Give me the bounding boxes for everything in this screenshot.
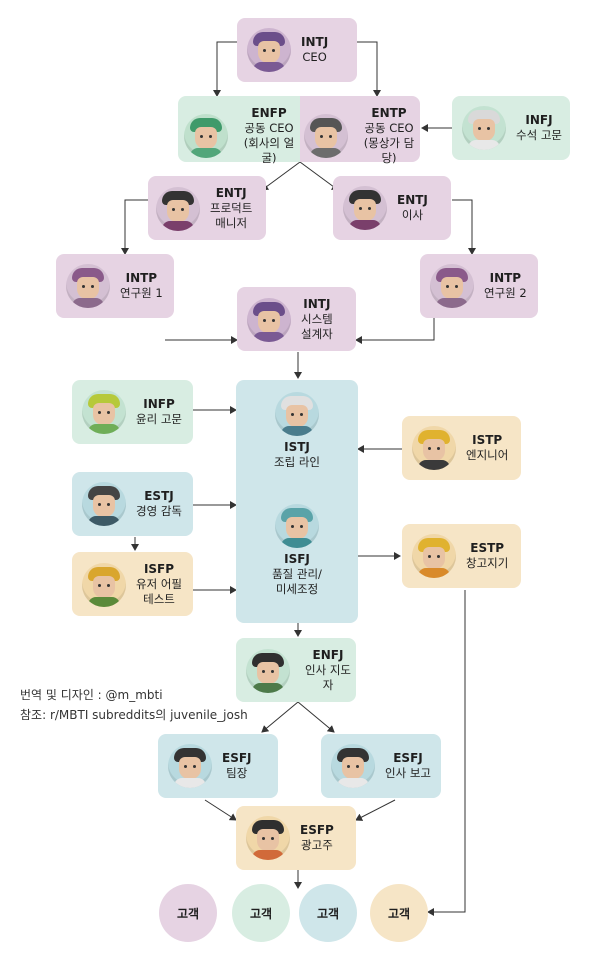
role-label-2: 설계자 xyxy=(301,327,333,341)
role-label: 인사 지도자 xyxy=(305,663,351,692)
type-label: ISFP xyxy=(143,562,175,576)
role-label: 연구원 1 xyxy=(120,286,163,300)
role-label: 유저 어필 xyxy=(136,577,182,591)
type-label: ISFJ xyxy=(284,552,310,566)
person-avatar-icon xyxy=(462,106,506,150)
person-avatar-icon xyxy=(82,390,126,434)
type-label: ESFJ xyxy=(222,751,252,765)
role-label: 엔지니어 xyxy=(466,448,509,462)
person-avatar-icon xyxy=(412,426,456,470)
customer-circle-1: 고객 xyxy=(159,884,217,942)
person-avatar-icon xyxy=(275,392,319,436)
type-label: ESTJ xyxy=(144,489,174,503)
type-label: INTJ xyxy=(301,35,329,49)
role-label: 창고지기 xyxy=(466,556,509,570)
role-label: 시스템 xyxy=(301,312,333,326)
type-label: ENTJ xyxy=(397,193,428,207)
role-label-2: 테스트 xyxy=(143,592,175,606)
type-label: INTP xyxy=(489,271,522,285)
role-label-2: 미세조정 xyxy=(275,582,319,596)
role-label: 프로덕트 xyxy=(210,201,253,215)
role-label: 팀장 xyxy=(226,766,248,780)
person-avatar-icon xyxy=(168,744,212,788)
person-avatar-icon xyxy=(156,186,200,231)
role-label: 광고주 xyxy=(301,838,333,852)
person-avatar-icon xyxy=(82,482,126,526)
type-label: ESTP xyxy=(470,541,505,555)
type-label: ESFJ xyxy=(393,751,423,765)
role-label: 이사 xyxy=(401,208,424,222)
person-avatar-icon xyxy=(247,28,291,72)
person-avatar-icon xyxy=(343,186,387,230)
customer-circle-3: 고객 xyxy=(299,884,357,942)
person-avatar-icon xyxy=(246,648,290,693)
role-label-2: 매니저 xyxy=(215,216,248,230)
credit-design: 번역 및 디자인 : @m_mbti xyxy=(20,688,163,702)
person-avatar-icon xyxy=(247,297,291,342)
role-label: CEO xyxy=(302,50,327,64)
customer-circle-2: 고객 xyxy=(232,884,290,942)
type-label: INTP xyxy=(125,271,158,285)
person-avatar-icon xyxy=(430,264,474,308)
type-label: ISTP xyxy=(472,433,503,447)
person-avatar-icon xyxy=(82,562,126,607)
type-label: ESFP xyxy=(300,823,334,837)
role-label: 연구원 2 xyxy=(484,286,527,300)
type-label: ENTP xyxy=(371,106,407,120)
type-label: INFP xyxy=(143,397,175,411)
credit-reference: 참조: r/MBTI subreddits의 juvenile_josh xyxy=(20,708,248,722)
type-label: ENFP xyxy=(251,106,287,120)
credits: 번역 및 디자인 : @m_mbti 참조: r/MBTI subreddits… xyxy=(20,685,248,725)
type-label: INTJ xyxy=(303,297,331,311)
type-label: ENFJ xyxy=(312,648,344,662)
role-label: 윤리 고문 xyxy=(136,412,182,426)
role-label: 공동 CEO xyxy=(364,121,414,135)
customer-circle-4: 고객 xyxy=(370,884,428,942)
role-label: 공동 CEO xyxy=(244,121,294,135)
person-avatar-icon xyxy=(304,114,348,158)
role-label: 경영 감독 xyxy=(136,504,182,518)
type-label: INFJ xyxy=(525,113,553,127)
role-label: 수석 고문 xyxy=(516,128,562,142)
role-label: 품질 관리/ xyxy=(272,567,322,581)
type-label: ISTJ xyxy=(284,440,310,454)
person-avatar-icon xyxy=(331,744,375,788)
person-avatar-icon xyxy=(412,534,456,578)
role-label: 조립 라인 xyxy=(274,455,320,469)
person-avatar-icon xyxy=(184,114,228,158)
role-label-2: (회사의 얼굴) xyxy=(243,136,295,165)
person-avatar-icon xyxy=(66,264,110,308)
person-avatar-icon xyxy=(246,816,290,860)
person-avatar-icon xyxy=(275,504,319,548)
role-label-2: (몽상가 담당) xyxy=(363,136,415,165)
type-label: ENTJ xyxy=(215,186,247,200)
role-label: 인사 보고 xyxy=(385,766,431,780)
